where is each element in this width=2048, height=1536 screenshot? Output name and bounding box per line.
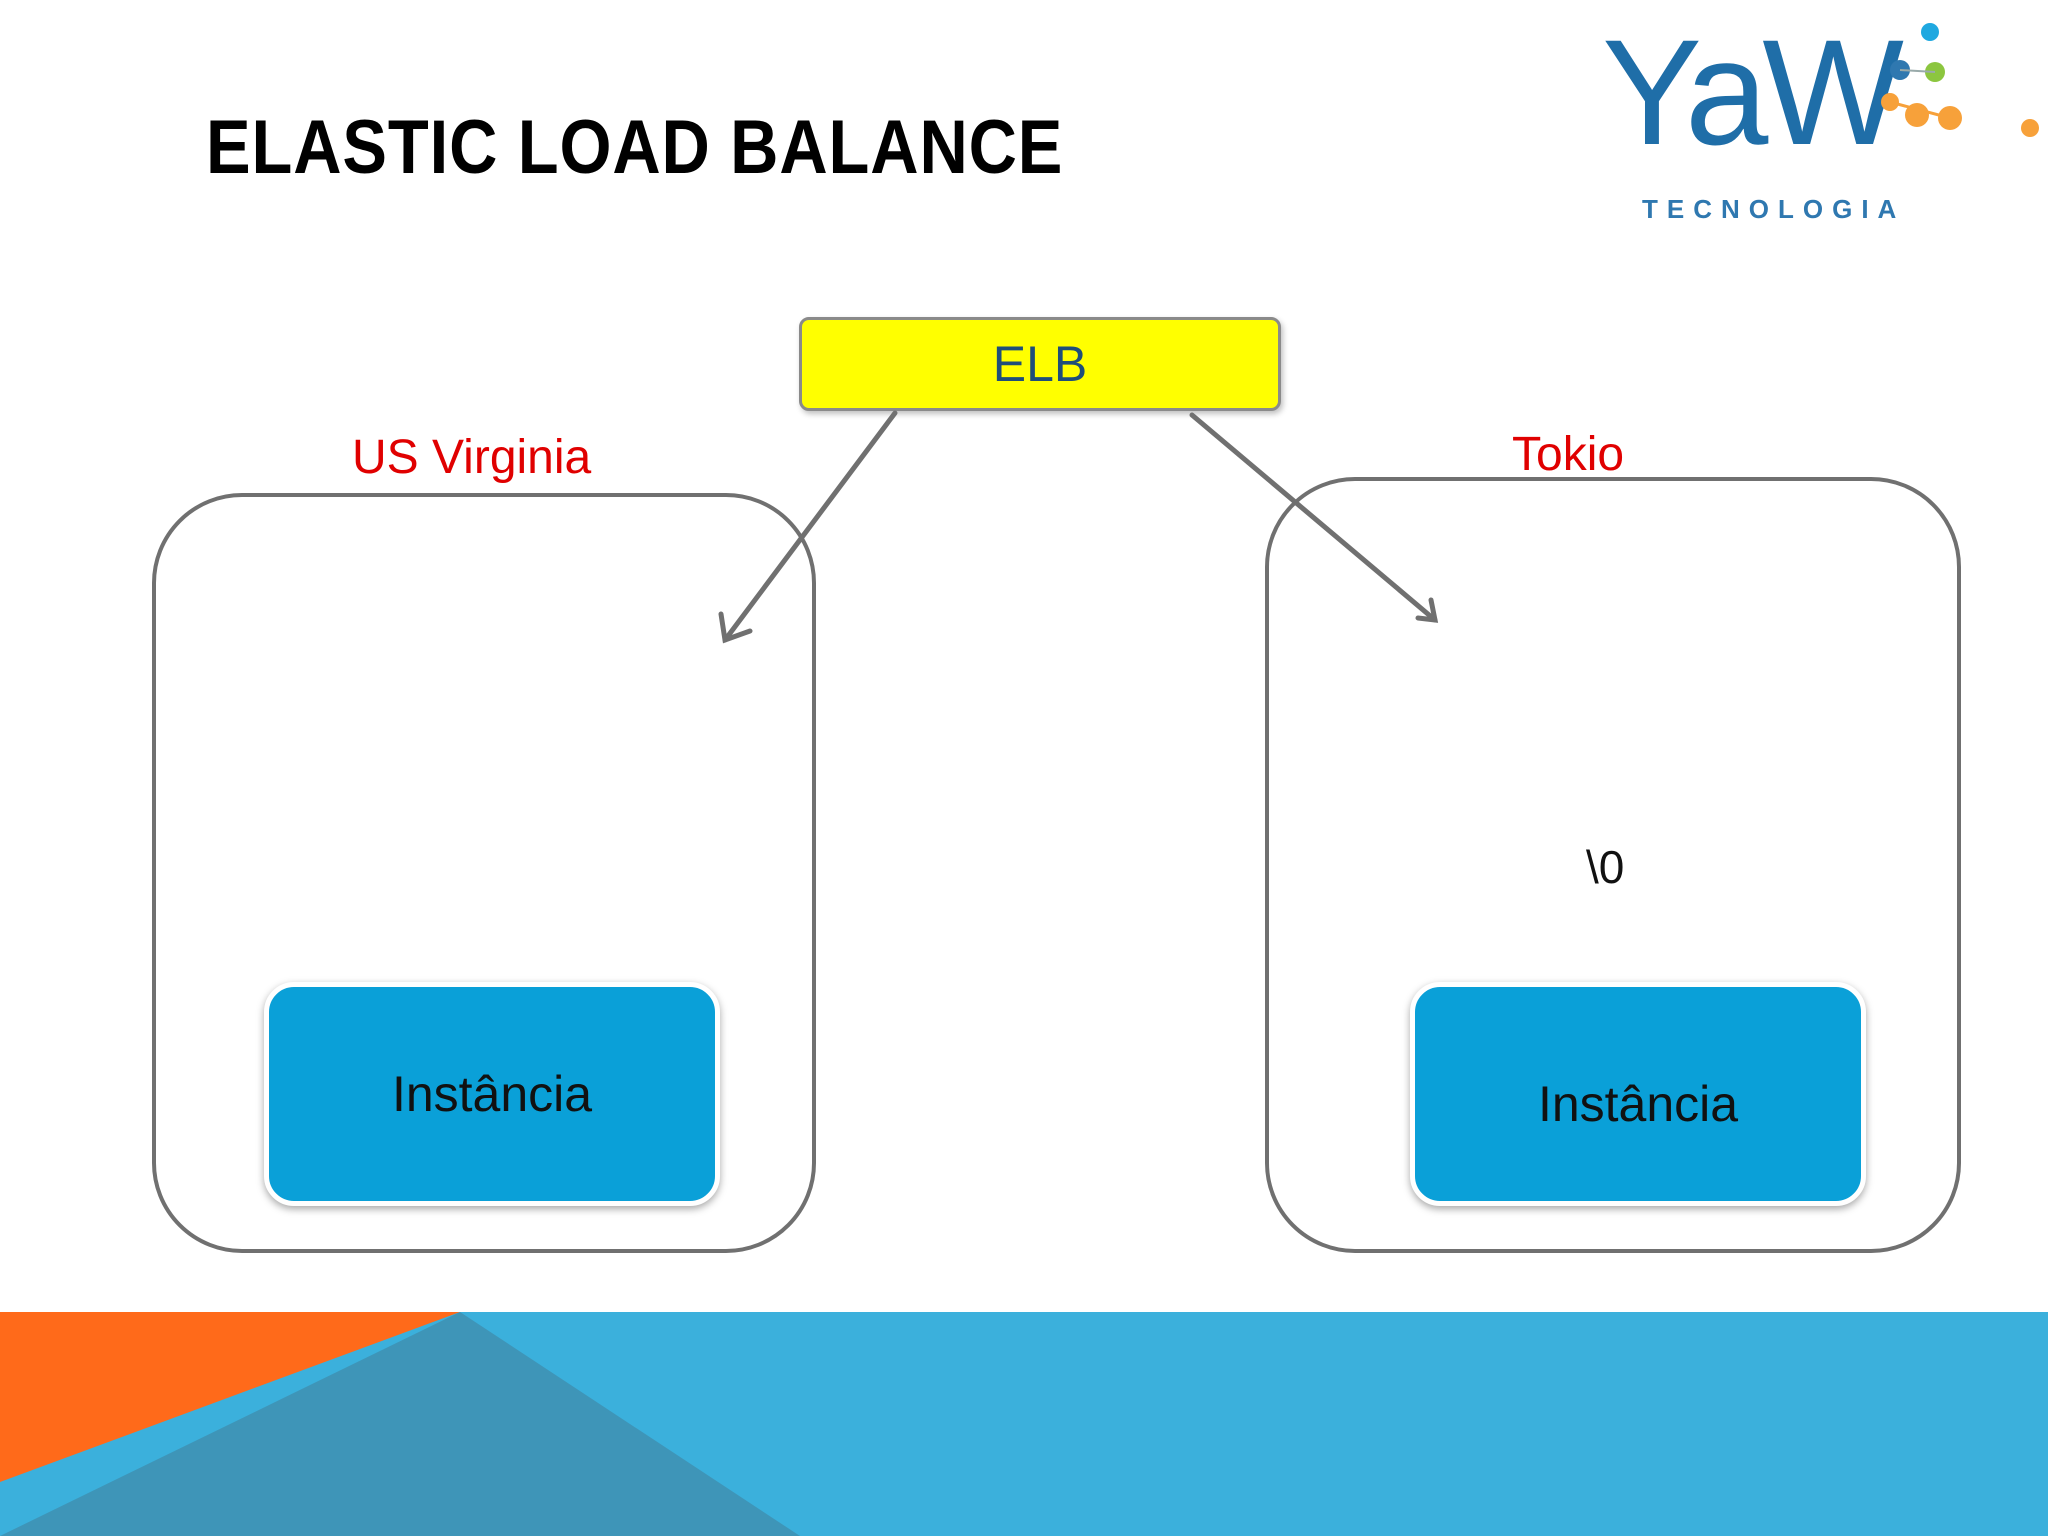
region-label-us-virginia: US Virginia [352,431,592,484]
arrowhead-tokio [1415,597,1439,623]
footer-orange-triangle [0,1312,460,1482]
instance-label: Instância [391,1066,593,1122]
logo-tagline: TECNOLOGIA [1642,194,1905,224]
logo-dots-icon [1881,23,2039,137]
footer-banner [0,1312,2048,1536]
instance-tokio: Instância [1410,982,1866,1206]
footer-dark-triangle [0,1312,800,1536]
elb-node: ELB [799,317,1281,411]
page-title: ELASTIC LOAD BALANCE [206,105,1064,190]
instance-label: Instância [1537,1076,1739,1132]
logo-brand: YaW [1602,20,1904,176]
region-label-tokio: Tokio [1512,428,1625,481]
arrow-to-tokio [1189,412,1438,623]
arrowhead-us-virginia [718,611,753,644]
region-tokio [1265,477,1961,1253]
company-logo: YaW TECNOLOGIA [1602,20,2039,224]
instance-us-virginia: Instância [264,982,720,1206]
elb-label: ELB [992,336,1088,392]
stray-text: \0 [1586,841,1625,893]
arrow-to-us-virginia [722,410,898,643]
region-us-virginia [152,493,816,1253]
